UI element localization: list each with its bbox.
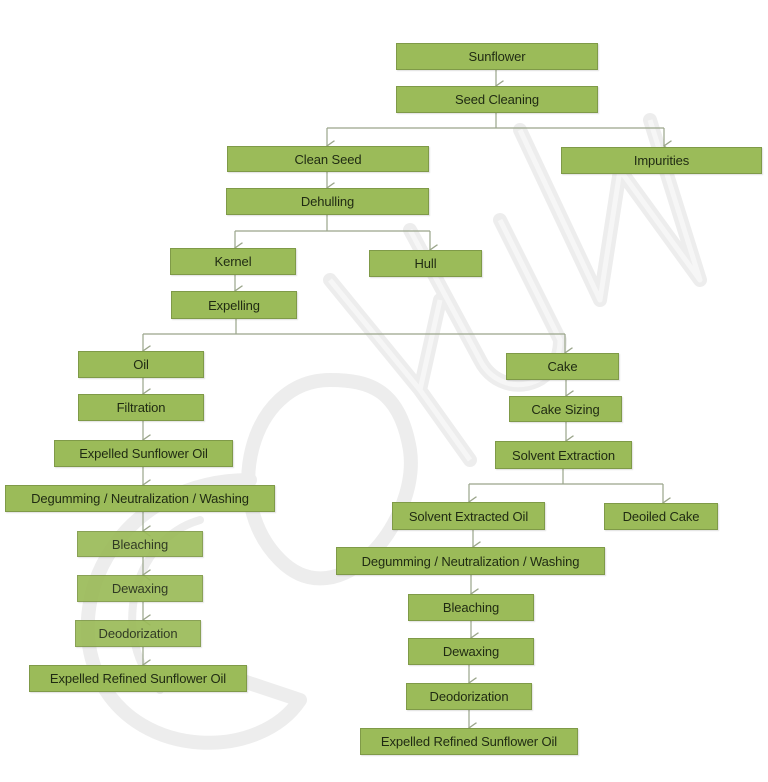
node-right-degumming: Degumming / Neutralization / Washing xyxy=(336,547,605,575)
node-right-dewaxing: Dewaxing xyxy=(408,638,534,665)
node-expelled-sunflower-oil: Expelled Sunflower Oil xyxy=(54,440,233,467)
node-hull: Hull xyxy=(369,250,482,277)
node-left-refined-oil: Expelled Refined Sunflower Oil xyxy=(29,665,247,692)
node-impurities: Impurities xyxy=(561,147,762,174)
node-right-bleaching: Bleaching xyxy=(408,594,534,621)
node-solvent-extracted-oil: Solvent Extracted Oil xyxy=(392,502,545,530)
node-kernel: Kernel xyxy=(170,248,296,275)
node-clean-seed: Clean Seed xyxy=(227,146,429,172)
node-dehulling: Dehulling xyxy=(226,188,429,215)
node-expelling: Expelling xyxy=(171,291,297,319)
node-oil: Oil xyxy=(78,351,204,378)
node-solvent-extraction: Solvent Extraction xyxy=(495,441,632,469)
node-sunflower: Sunflower xyxy=(396,43,598,70)
node-right-refined-oil: Expelled Refined Sunflower Oil xyxy=(360,728,578,755)
node-seed-cleaning: Seed Cleaning xyxy=(396,86,598,113)
node-filtration: Filtration xyxy=(78,394,204,421)
node-left-bleaching: Bleaching xyxy=(77,531,203,557)
node-left-deodorization: Deodorization xyxy=(75,620,201,647)
node-left-dewaxing: Dewaxing xyxy=(77,575,203,602)
node-left-degumming: Degumming / Neutralization / Washing xyxy=(5,485,275,512)
node-cake-sizing: Cake Sizing xyxy=(509,396,622,422)
node-right-deodorization: Deodorization xyxy=(406,683,532,710)
node-deoiled-cake: Deoiled Cake xyxy=(604,503,718,530)
node-cake: Cake xyxy=(506,353,619,380)
